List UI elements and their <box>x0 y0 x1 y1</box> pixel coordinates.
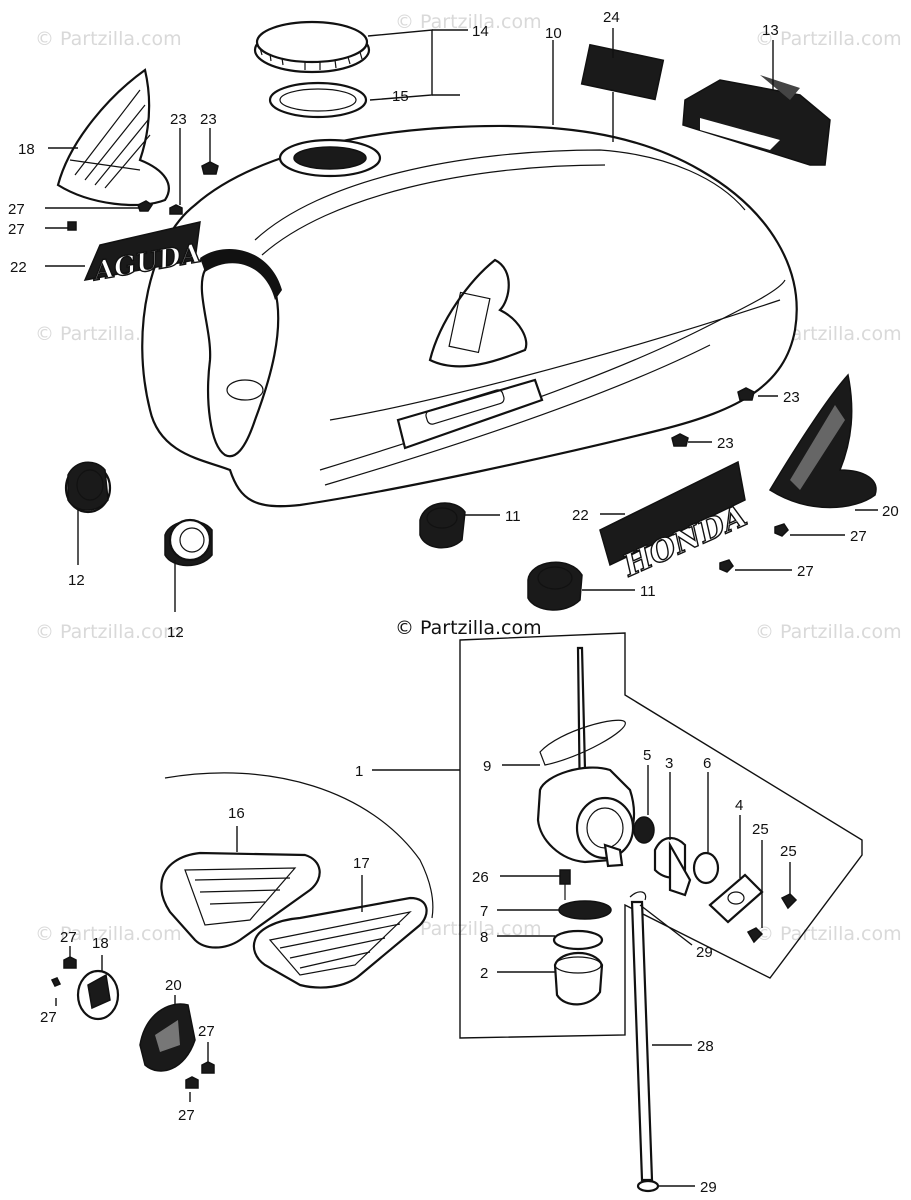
callout-28: 28 <box>697 1038 714 1055</box>
callout-27: 27 <box>60 929 77 946</box>
callout-4: 4 <box>735 797 743 814</box>
callout-12: 12 <box>68 572 85 589</box>
callout-8: 8 <box>480 929 488 946</box>
callout-14: 14 <box>472 23 489 40</box>
watermark: © Partzilla.com <box>755 28 902 50</box>
callout-24: 24 <box>603 9 620 26</box>
copyright-notice: © Partzilla.com <box>395 617 542 639</box>
callout-13: 13 <box>762 22 779 39</box>
callout-10: 10 <box>545 25 562 42</box>
tank-cushion <box>164 518 213 567</box>
caution-label <box>580 43 665 101</box>
callout-22: 22 <box>572 507 589 524</box>
callout-16: 16 <box>228 805 245 822</box>
watermark: © Partzilla.com <box>755 621 902 643</box>
callout-26: 26 <box>472 869 489 886</box>
knee-grip-left-small <box>76 969 120 1021</box>
callout-1: 1 <box>355 763 363 780</box>
callout-15: 15 <box>392 88 409 105</box>
watermark: © Partzilla.com <box>35 621 182 643</box>
tank-cushion <box>64 461 112 514</box>
callout-20: 20 <box>882 503 899 520</box>
tank-side-detail <box>160 772 434 989</box>
callout-27: 27 <box>178 1107 195 1124</box>
callout-11: 11 <box>505 508 521 525</box>
callout-7: 7 <box>480 903 488 920</box>
callout-22: 22 <box>10 259 27 276</box>
callout-23: 23 <box>783 389 800 406</box>
callout-27: 27 <box>850 528 867 545</box>
callout-29: 29 <box>696 944 713 961</box>
callout-23: 23 <box>717 435 734 452</box>
cap-gasket <box>268 81 368 119</box>
callout-18: 18 <box>92 935 109 952</box>
leader-lines <box>45 28 878 1187</box>
knee-grip-right-small <box>139 1003 196 1072</box>
callout-25: 25 <box>752 821 769 838</box>
callout-3: 3 <box>665 755 673 772</box>
watermark-layer: © Partzilla.com © Partzilla.com © Partzi… <box>35 11 902 945</box>
callout-2: 2 <box>480 965 488 982</box>
watermark: © Partzilla.com <box>755 923 902 945</box>
grommet <box>419 502 466 549</box>
callout-27: 27 <box>198 1023 215 1040</box>
callout-25: 25 <box>780 843 797 860</box>
callout-27: 27 <box>8 221 25 238</box>
grommet <box>527 561 583 611</box>
callout-27: 27 <box>8 201 25 218</box>
fuel-cap <box>253 20 371 74</box>
callout-11: 11 <box>640 583 656 600</box>
watermark: © Partzilla.com <box>395 918 542 940</box>
valve-assembly-frame <box>459 632 863 1039</box>
callout-20: 20 <box>165 977 182 994</box>
watermark: © Partzilla.com <box>35 923 182 945</box>
fuel-tank <box>141 124 798 508</box>
callout-23: 23 <box>170 111 187 128</box>
knee-grip-left <box>56 68 170 207</box>
callout-5: 5 <box>643 747 651 764</box>
callout-12: 12 <box>167 624 184 641</box>
callout-27: 27 <box>797 563 814 580</box>
knee-grip-right <box>768 373 877 509</box>
callout-29: 29 <box>700 1179 717 1196</box>
callout-17: 17 <box>353 855 370 872</box>
fuel-valve <box>536 646 798 1193</box>
callout-6: 6 <box>703 755 711 772</box>
callout-27: 27 <box>40 1009 57 1026</box>
tank-rubber <box>682 75 831 166</box>
callout-labels: 14 15 10 24 13 18 23 23 27 27 22 23 23 2… <box>8 9 899 1196</box>
callout-23: 23 <box>200 111 217 128</box>
callout-9: 9 <box>483 758 491 775</box>
watermark: © Partzilla.com <box>395 11 542 33</box>
callout-18: 18 <box>18 141 35 158</box>
screws <box>67 161 789 573</box>
watermark: © Partzilla.com <box>35 28 182 50</box>
screws-lower <box>50 956 215 1089</box>
